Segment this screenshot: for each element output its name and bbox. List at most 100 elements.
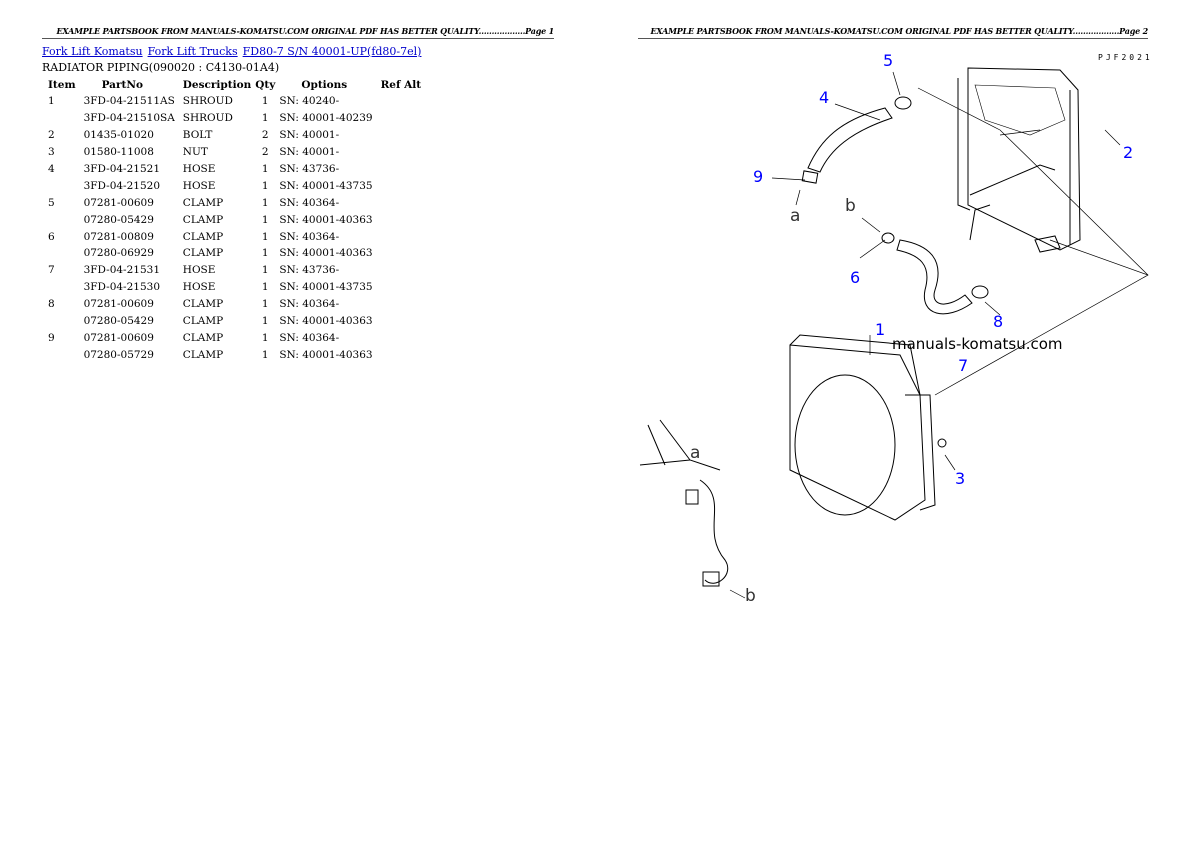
cell-partno: 07280-05429 xyxy=(83,213,154,226)
cell-ref-alt xyxy=(377,194,426,211)
cell-description: BOLT xyxy=(182,129,213,142)
callout-8: 8 xyxy=(993,312,1004,331)
cell-qty: 2 xyxy=(261,146,269,159)
cell-options: SN: 40001-40363 xyxy=(279,315,373,328)
cell-description: NUT xyxy=(182,146,208,159)
cell-description: CLAMP xyxy=(182,196,224,209)
table-header-row: Item PartNo Description Qty Options Ref … xyxy=(44,76,425,93)
cell-qty: 1 xyxy=(261,331,269,344)
cell-item: 9 xyxy=(48,331,55,344)
cell-ref-alt xyxy=(377,177,426,194)
cell-options: SN: 40001-40239 xyxy=(279,112,373,125)
cell-options: SN: 40364- xyxy=(279,298,340,311)
cell-item: 1 xyxy=(48,95,55,108)
callout-5: 5 xyxy=(883,51,894,70)
cell-description: SHROUD xyxy=(182,112,233,125)
cell-qty: 1 xyxy=(261,196,269,209)
cell-ref-alt xyxy=(377,245,426,262)
breadcrumb-link-model[interactable]: FD80-7 S/N 40001-UP(fd80-7el) xyxy=(242,45,422,58)
cell-partno: 01435-01020 xyxy=(83,129,154,142)
breadcrumb-link-brand[interactable]: Fork Lift Komatsu xyxy=(42,45,143,58)
cell-item xyxy=(44,346,80,363)
col-qty: Qty xyxy=(255,78,276,91)
cell-qty: 1 xyxy=(261,264,269,277)
col-ref-alt: Ref Alt xyxy=(380,78,422,91)
cell-ref-alt xyxy=(377,313,426,330)
cell-item xyxy=(44,177,80,194)
cell-ref-alt xyxy=(377,262,426,279)
cell-options: SN: 40001-43735 xyxy=(279,281,373,294)
page2-header: EXAMPLE PARTSBOOK FROM MANUALS-KOMATSU.C… xyxy=(638,26,1148,39)
cell-item: 6 xyxy=(48,230,55,243)
cell-description: CLAMP xyxy=(182,331,224,344)
cell-item: 4 xyxy=(48,163,55,175)
cell-ref-alt xyxy=(377,127,426,144)
cell-options: SN: 40001- xyxy=(279,146,340,159)
callout-9: 9 xyxy=(753,167,764,186)
radiator-drawing xyxy=(957,67,1081,253)
connection-letter: a xyxy=(690,443,701,463)
cell-partno: 3FD-04-21510SA xyxy=(83,112,175,125)
breadcrumb: Fork Lift Komatsu Fork Lift Trucks FD80-7 … xyxy=(42,45,426,58)
cell-options: SN: 43736- xyxy=(279,163,340,175)
page1-header: EXAMPLE PARTSBOOK FROM MANUALS-KOMATSU.C… xyxy=(42,26,554,39)
page-title: RADIATOR PIPING(090020 : C4130-01A4) xyxy=(42,61,280,74)
cell-description: HOSE xyxy=(182,281,216,294)
cell-partno: 07280-05429 xyxy=(83,315,154,328)
cell-qty: 1 xyxy=(261,163,269,175)
cell-qty: 1 xyxy=(261,315,269,328)
cell-partno: 3FD-04-21521 xyxy=(83,163,161,175)
cell-partno: 3FD-04-21530 xyxy=(83,281,161,294)
cell-item: 7 xyxy=(48,264,55,277)
cell-options: SN: 40001-40363 xyxy=(279,247,373,260)
cell-item xyxy=(44,279,80,296)
connection-letter: b xyxy=(745,586,756,606)
lower-piping-detail xyxy=(639,419,728,587)
cell-options: SN: 40240- xyxy=(279,95,340,108)
cell-description: CLAMP xyxy=(182,315,224,328)
cell-ref-alt xyxy=(377,296,426,313)
cell-ref-alt xyxy=(377,93,426,110)
cell-item xyxy=(44,211,80,228)
cell-qty: 1 xyxy=(261,281,269,294)
col-partno: PartNo xyxy=(101,78,143,91)
connection-letter: a xyxy=(790,206,801,226)
cell-description: HOSE xyxy=(182,264,216,277)
col-options: Options xyxy=(301,78,348,91)
callout-2: 2 xyxy=(1123,143,1134,162)
radiator-piping-diagram xyxy=(639,67,1149,599)
cell-description: CLAMP xyxy=(182,247,224,260)
cell-options: SN: 43736- xyxy=(279,264,340,277)
shroud-drawing xyxy=(789,334,947,521)
connection-letter: b xyxy=(845,196,856,216)
callout-1: 1 xyxy=(875,320,886,339)
cell-partno: 3FD-04-21511AS xyxy=(83,95,175,108)
breadcrumb-link-category[interactable]: Fork Lift Trucks xyxy=(147,45,238,58)
cell-item xyxy=(44,245,80,262)
cell-item: 8 xyxy=(48,298,55,311)
cell-item: 2 xyxy=(48,129,55,142)
cell-ref-alt xyxy=(377,144,426,161)
cell-description: CLAMP xyxy=(182,298,224,311)
cell-description: CLAMP xyxy=(182,230,224,243)
cell-description: CLAMP xyxy=(182,213,224,226)
cell-qty: 1 xyxy=(261,179,269,192)
cell-partno: 07280-06929 xyxy=(83,247,154,260)
table-row: 07280-05429 CLAMP 1 SN: 40001-40363 xyxy=(44,313,425,330)
cell-description: SHROUD xyxy=(182,95,233,108)
cell-qty: 1 xyxy=(261,112,269,125)
cell-options: SN: 40001-40363 xyxy=(279,348,373,361)
cell-ref-alt xyxy=(377,346,426,363)
cell-partno: 07281-00809 xyxy=(83,230,154,243)
callout-4: 4 xyxy=(819,88,830,107)
cell-ref-alt xyxy=(377,161,426,178)
